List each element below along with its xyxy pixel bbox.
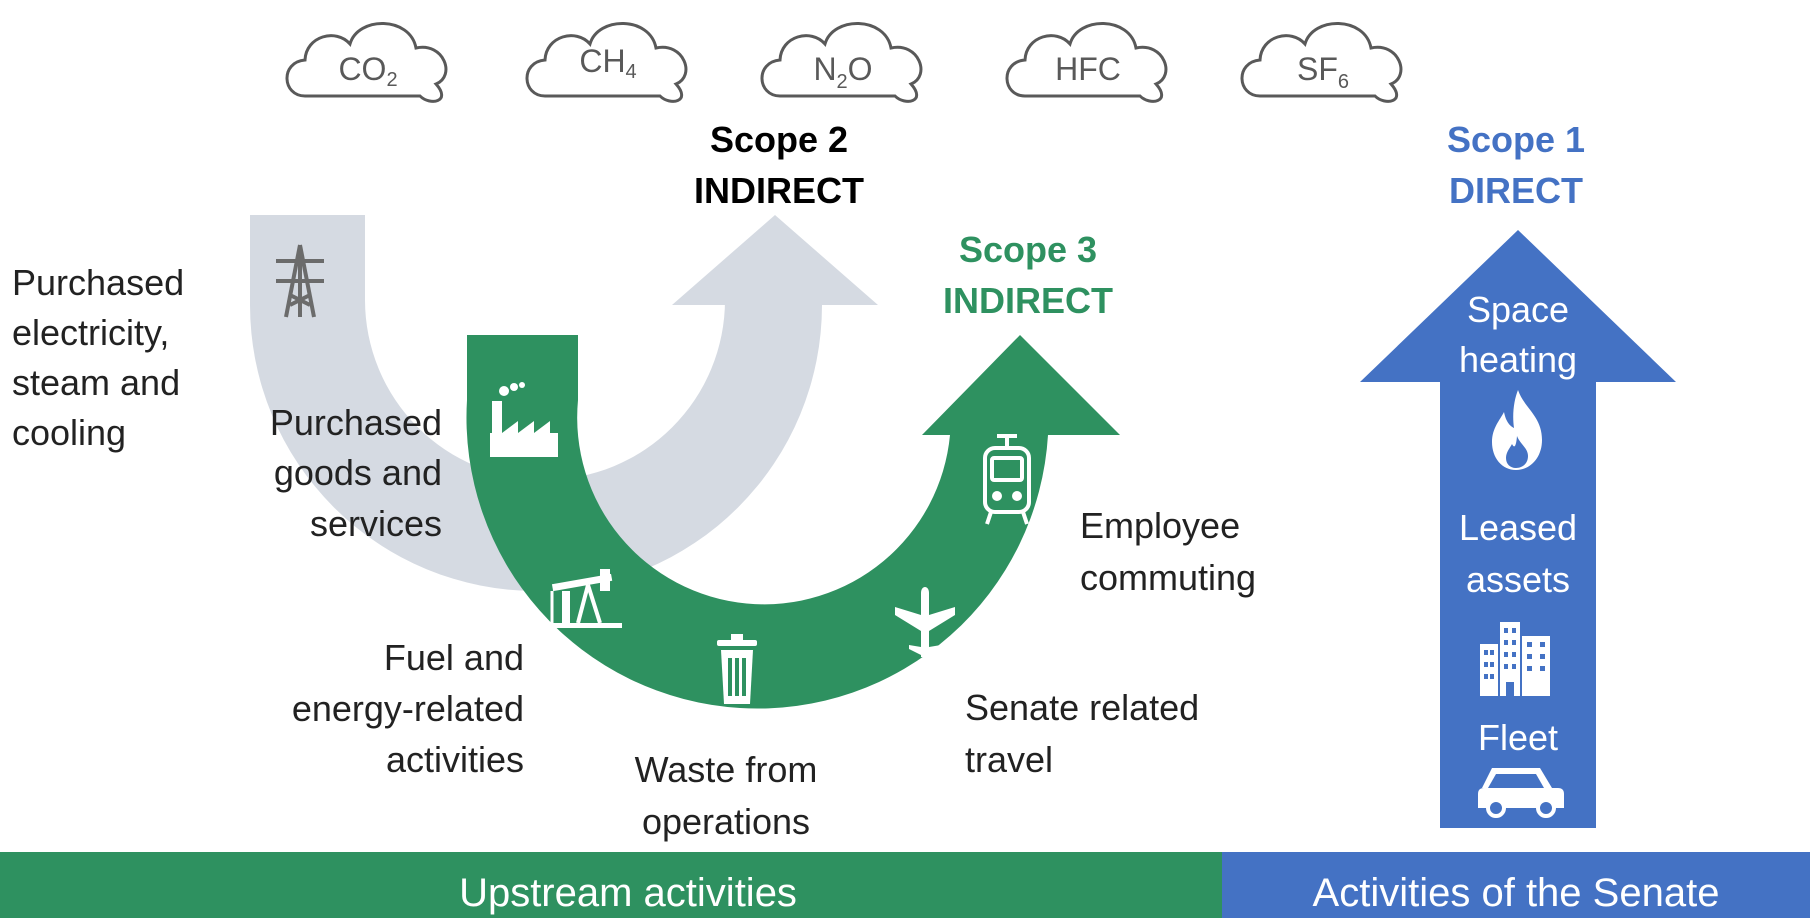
- buildings-icon: [1480, 622, 1550, 696]
- scope1-title-line2: DIRECT: [1449, 170, 1583, 211]
- label-employee-commuting-line1: Employee: [1080, 505, 1240, 546]
- car-icon: [1478, 768, 1564, 818]
- label-waste-line1: Waste from: [635, 749, 818, 790]
- label-space-heating: Space heating: [1459, 289, 1577, 380]
- scope2-title-line1: Scope 2: [710, 119, 848, 160]
- label-fleet: Fleet: [1478, 717, 1558, 758]
- label-senate-travel-line2: travel: [965, 739, 1053, 780]
- footer-upstream-label: Upstream activities: [459, 871, 797, 915]
- label-waste-line2: operations: [642, 801, 810, 842]
- label-purchased-electricity-line1: Purchased: [12, 262, 184, 303]
- gas-clouds: CO2 CH4 N2O HFC SF6: [285, 22, 1403, 103]
- cloud-sf6: SF6: [1240, 22, 1403, 103]
- label-senate-travel-line1: Senate related: [965, 687, 1199, 728]
- label-senate-travel: Senate related travel: [965, 687, 1199, 780]
- cloud-co2: CO2: [285, 22, 448, 103]
- scope1-title: Scope 1 DIRECT: [1447, 119, 1585, 211]
- label-space-heating-line2: heating: [1459, 339, 1577, 380]
- cloud-ch4: CH4: [525, 22, 688, 103]
- scope3-arrow: [466, 335, 1120, 709]
- gas-co2-label: CO2: [338, 51, 397, 91]
- label-purchased-electricity-line2: electricity,: [12, 312, 169, 353]
- airplane-icon: [895, 587, 955, 657]
- train-icon: [983, 434, 1031, 525]
- footer-senate-bar: Activities of the Senate: [1222, 852, 1810, 918]
- label-purchased-electricity-line3: steam and: [12, 362, 180, 403]
- label-purchased-goods: Purchased goods and services: [270, 402, 442, 544]
- footer-upstream-bar: Upstream activities: [0, 852, 1222, 918]
- scope2-arrow: [250, 215, 878, 591]
- gas-ch4-label: CH4: [579, 43, 636, 83]
- label-fuel-energy-line2: energy-related: [292, 688, 524, 729]
- label-purchased-goods-line2: goods and: [274, 452, 442, 493]
- cloud-hfc: HFC: [1005, 22, 1168, 103]
- scope3-title-line1: Scope 3: [959, 229, 1097, 270]
- label-leased-assets-line1: Leased: [1459, 507, 1577, 548]
- label-leased-assets-line2: assets: [1466, 559, 1570, 600]
- label-purchased-electricity-line4: cooling: [12, 412, 126, 453]
- oil-pump-icon: [548, 569, 622, 628]
- flame-icon: [1492, 390, 1542, 470]
- label-fuel-energy-line1: Fuel and: [384, 637, 524, 678]
- label-employee-commuting-line2: commuting: [1080, 557, 1256, 598]
- trash-can-icon: [717, 634, 757, 704]
- label-purchased-electricity: Purchased electricity, steam and cooling: [12, 262, 184, 453]
- label-employee-commuting: Employee commuting: [1080, 505, 1256, 598]
- gas-hfc-label: HFC: [1055, 51, 1121, 87]
- label-purchased-goods-line3: services: [310, 503, 442, 544]
- label-space-heating-line1: Space: [1467, 289, 1569, 330]
- scope3-title: Scope 3 INDIRECT: [943, 229, 1113, 321]
- label-fuel-energy-line3: activities: [386, 739, 524, 780]
- scope3-title-line2: INDIRECT: [943, 280, 1113, 321]
- label-fuel-energy: Fuel and energy-related activities: [292, 637, 524, 780]
- label-leased-assets: Leased assets: [1459, 507, 1577, 600]
- label-purchased-goods-line1: Purchased: [270, 402, 442, 443]
- scope1-arrow: [1360, 230, 1676, 828]
- gas-sf6-label: SF6: [1297, 51, 1349, 93]
- gas-n2o-label: N2O: [813, 51, 872, 93]
- footer-senate-label: Activities of the Senate: [1313, 871, 1720, 915]
- scope1-title-line1: Scope 1: [1447, 119, 1585, 160]
- factory-icon: [490, 382, 558, 457]
- transmission-tower-icon: [276, 244, 324, 318]
- scope2-title-line2: INDIRECT: [694, 170, 864, 211]
- label-waste: Waste from operations: [635, 749, 818, 842]
- scope2-title: Scope 2 INDIRECT: [694, 119, 864, 211]
- cloud-n2o: N2O: [760, 22, 923, 103]
